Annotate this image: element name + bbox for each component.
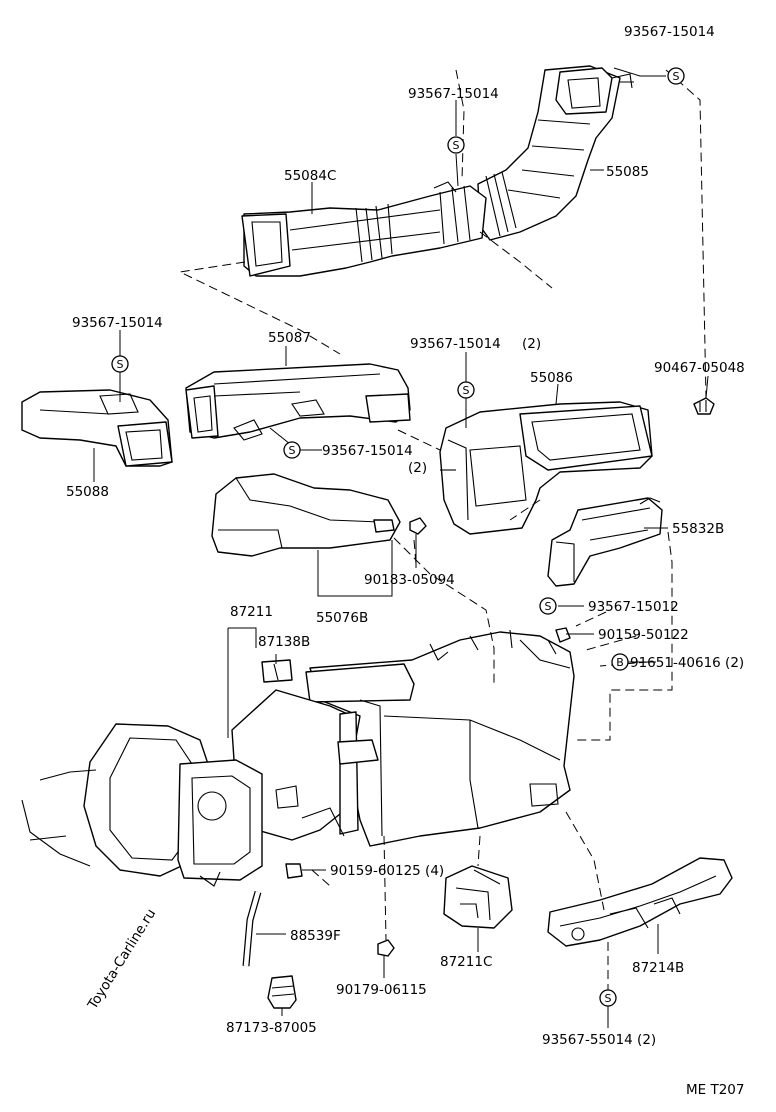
clip-90467-05048 [693, 397, 715, 415]
svg-text:S: S [289, 444, 296, 457]
heater-unit-body [305, 629, 575, 847]
label-clip-right: 90467-05048 [654, 360, 745, 376]
duct-55087 [185, 363, 411, 441]
label-screw-bottom: 93567-55014 (2) [542, 1032, 656, 1048]
svg-text:S: S [673, 70, 680, 83]
servo-87211c [443, 865, 513, 929]
svg-text:S: S [463, 384, 470, 397]
label-screw-55086: 93567-15014 [410, 336, 501, 352]
part-labels: 93567-15014 93567-15014 55085 55084C 935… [66, 24, 745, 1098]
label-55086: 55086 [530, 370, 573, 386]
label-87211: 87211 [230, 604, 273, 620]
screw-symbol: S [457, 381, 475, 399]
clip-90183-05094 [409, 517, 427, 535]
svg-text:S: S [545, 600, 552, 613]
label-87214b: 87214B [632, 960, 684, 976]
label-87138b: 87138B [258, 634, 310, 650]
duct-55086 [439, 401, 653, 535]
nut-90179-06115 [377, 939, 395, 957]
screw-symbol: S [447, 136, 465, 154]
screw-symbol: S [539, 597, 557, 615]
duct-55832b [547, 497, 663, 587]
figure-code: ME T207 [686, 1082, 744, 1098]
bolt-90159-50122 [555, 627, 571, 643]
label-55085: 55085 [606, 164, 649, 180]
label-screw-top: 93567-15014 [624, 24, 715, 40]
bolt-90159-60125 [285, 863, 303, 879]
label-nut-90179: 90179-06115 [336, 982, 427, 998]
label-55076b: 55076B [316, 610, 368, 626]
hose-88539f [242, 891, 262, 967]
duct-87214b [547, 857, 733, 947]
duct-55084c [241, 181, 487, 277]
screw-symbol: S [667, 67, 685, 85]
label-screw-left: 93567-15014 [72, 315, 163, 331]
svg-text:S: S [453, 139, 460, 152]
label-87211c: 87211C [440, 954, 492, 970]
label-bolt-90159-60125: 90159-60125 (4) [330, 863, 444, 879]
label-55832b: 55832B [672, 521, 724, 537]
label-87173: 87173-87005 [226, 1020, 317, 1036]
label-screw-55086-qty: (2) [522, 336, 541, 352]
label-55087: 55087 [268, 330, 311, 346]
label-screw-55087-qty: (2) [408, 460, 427, 476]
screw-symbol: S [283, 441, 301, 459]
watermark: Toyota-Carline.ru [84, 906, 159, 1013]
screw-symbol: S [599, 989, 617, 1007]
bracket-87138b [261, 659, 293, 683]
label-bolt-90159-50122: 90159-50122 [598, 627, 689, 643]
screw-symbol: S [111, 355, 129, 373]
label-screw-mid: 93567-15014 [408, 86, 499, 102]
duct-55085 [477, 65, 634, 241]
label-clip-90183: 90183-05094 [364, 572, 455, 588]
duct-55088 [21, 389, 173, 467]
label-screw-93567-15012: 93567-15012 [588, 599, 679, 615]
label-55084c: 55084C [284, 168, 336, 184]
label-screw-55087: 93567-15014 [322, 443, 413, 459]
label-bolt-91651: 91651-40616 (2) [630, 655, 744, 671]
label-88539f: 88539F [290, 928, 341, 944]
bolt-symbol: B [611, 653, 629, 671]
svg-text:B: B [616, 656, 624, 669]
label-55088: 55088 [66, 484, 109, 500]
duct-55076b [211, 473, 401, 557]
svg-text:S: S [605, 992, 612, 1005]
grommet-87173-87005 [267, 975, 297, 1009]
svg-text:S: S [117, 358, 124, 371]
leader-lines [93, 67, 709, 1028]
blower-unit-87211 [21, 689, 379, 887]
